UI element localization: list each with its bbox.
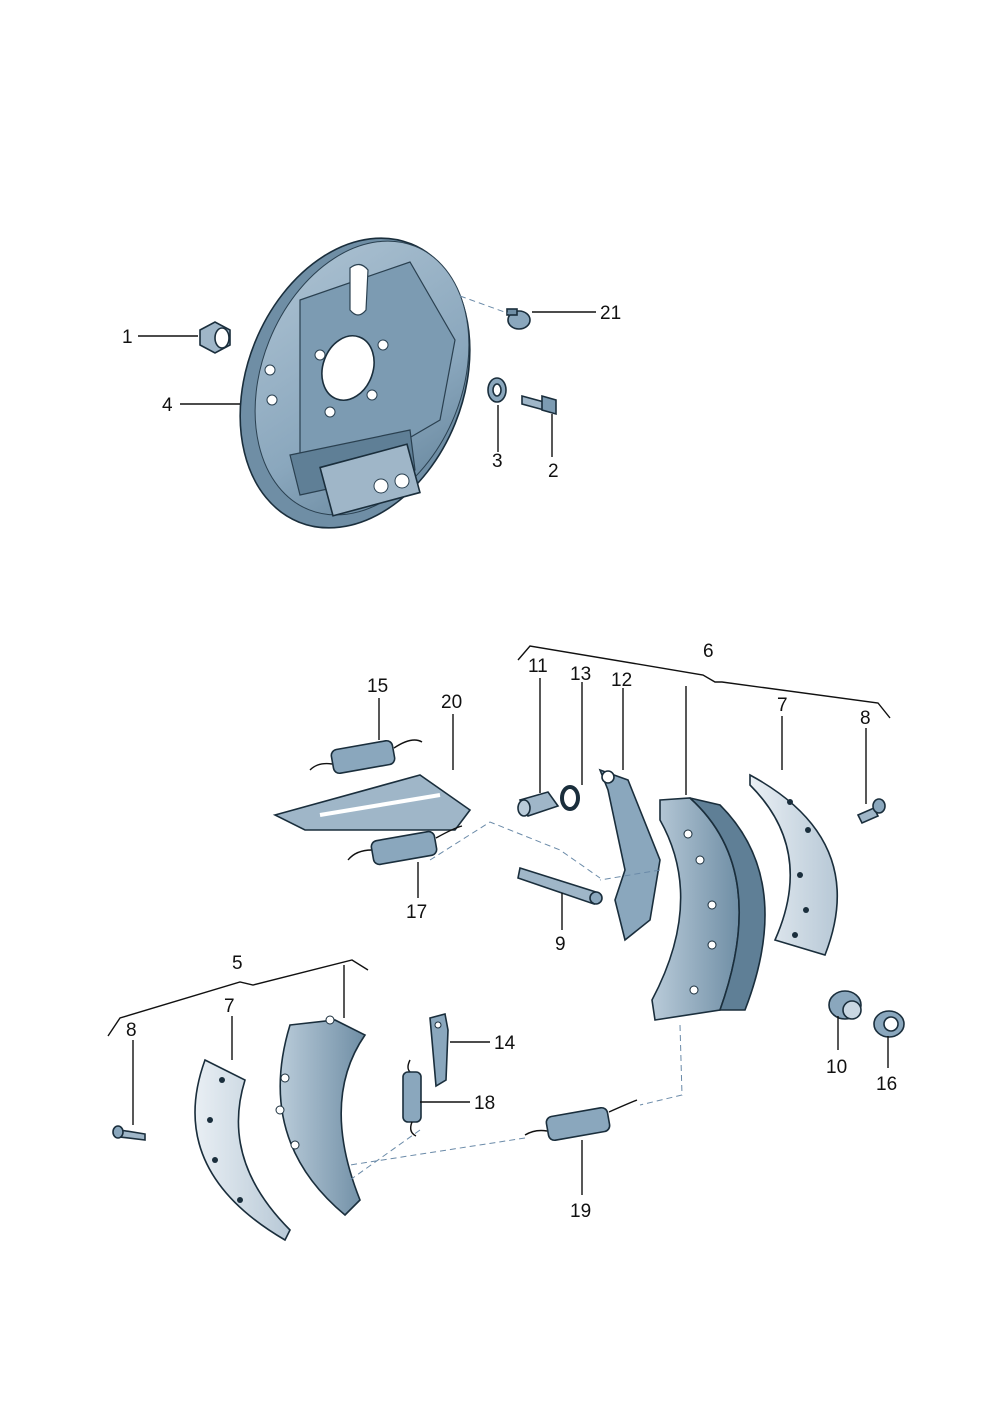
callout-8-right: 8	[860, 708, 871, 729]
callout-16: 16	[876, 1074, 897, 1095]
callout-9: 9	[555, 934, 566, 955]
part-21-plug	[506, 308, 531, 330]
callout-17: 17	[406, 902, 427, 923]
part-7-lining-left	[194, 1058, 291, 1242]
callout-labels: 1 2 3 4 5 6 7 7 8 8 9 10 11 13 12 14 15 …	[122, 303, 897, 1222]
callout-7-left: 7	[224, 996, 235, 1017]
callout-19: 19	[570, 1201, 591, 1222]
callout-11: 11	[528, 656, 548, 677]
part-7-lining-right	[749, 773, 838, 956]
part-15-spring	[309, 739, 423, 775]
callout-5: 5	[232, 953, 243, 974]
backing-plate	[239, 237, 471, 529]
callout-1: 1	[122, 327, 133, 348]
part-13-ring	[560, 785, 580, 811]
callout-15: 15	[367, 676, 388, 697]
callout-6: 6	[703, 641, 714, 662]
part-14-plate	[429, 1013, 449, 1088]
assembly-guides	[349, 295, 683, 1181]
callout-14: 14	[494, 1033, 516, 1054]
part-5-brake-shoe-left	[275, 1015, 367, 1217]
callout-18: 18	[474, 1093, 495, 1114]
callout-7-right: 7	[777, 695, 788, 716]
callout-3: 3	[492, 451, 503, 472]
part-16-cap	[873, 1010, 905, 1038]
part-9-strut	[517, 866, 603, 906]
callout-4: 4	[162, 395, 173, 416]
part-1-nut	[199, 321, 231, 354]
part-18-spring	[402, 1059, 422, 1137]
part-10-bushing	[828, 990, 862, 1020]
leader-lines	[107, 311, 891, 1195]
callout-8-left: 8	[126, 1020, 137, 1041]
callout-20: 20	[441, 692, 462, 713]
callout-12: 12	[611, 670, 632, 691]
callout-2: 2	[548, 461, 559, 482]
callout-10: 10	[826, 1057, 847, 1078]
part-3-washer	[487, 377, 507, 403]
callout-21: 21	[600, 303, 621, 324]
callout-12-13-left: 13	[570, 664, 591, 685]
part-20-adjuster	[272, 774, 472, 831]
part-8-rivet-right	[856, 798, 886, 825]
part-17-spring	[347, 825, 463, 866]
part-19-spring	[524, 1099, 638, 1142]
part-8-rivet-left	[112, 1125, 146, 1141]
part-11-pin	[517, 791, 560, 817]
part-12-lever	[598, 768, 661, 942]
part-6-brake-shoe-right	[651, 797, 766, 1021]
part-2-bolt	[521, 394, 557, 416]
